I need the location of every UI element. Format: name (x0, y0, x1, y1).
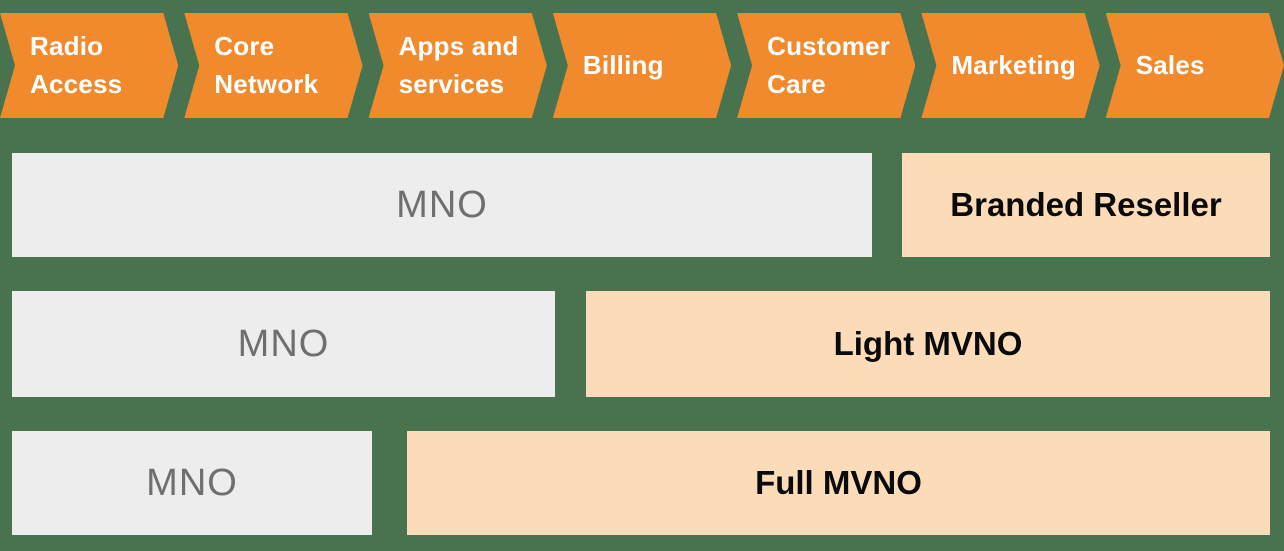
stage-label: Radio Access (30, 30, 123, 99)
stage-arrow-marketing: Marketing (921, 13, 1099, 118)
value-chain-arrow-strip: Radio Access Core Network Apps and servi… (0, 13, 1284, 118)
model-box-branded-reseller: Branded Reseller (902, 153, 1270, 257)
mno-box-row-full-mvno: MNO (12, 431, 372, 535)
stage-label: Core Network (214, 30, 319, 99)
stage-label: Customer Care (767, 30, 891, 99)
stage-label: Apps and services (398, 30, 519, 99)
model-box-light-mvno: Light MVNO (586, 291, 1270, 397)
mno-box-row-light-mvno: MNO (12, 291, 555, 397)
stage-arrow-customer-care: Customer Care (737, 13, 915, 118)
stage-arrow-billing: Billing (553, 13, 731, 118)
model-label: Full MVNO (755, 464, 922, 501)
stage-label: Billing (582, 49, 664, 80)
mno-box-row-branded-reseller: MNO (12, 153, 872, 257)
mno-label: MNO (237, 322, 330, 365)
model-label: Branded Reseller (950, 186, 1222, 223)
model-box-full-mvno: Full MVNO (407, 431, 1270, 535)
stage-arrow-core-network: Core Network (184, 13, 362, 118)
stage-arrow-apps-and-services: Apps and services (369, 13, 547, 118)
stage-label: Sales (1135, 49, 1205, 80)
mno-label: MNO (146, 461, 238, 504)
mno-label: MNO (396, 183, 488, 226)
model-label: Light MVNO (833, 325, 1023, 362)
stage-label: Marketing (951, 49, 1077, 80)
stage-arrow-sales: Sales (1106, 13, 1284, 118)
stage-arrow-radio-access: Radio Access (0, 13, 178, 118)
